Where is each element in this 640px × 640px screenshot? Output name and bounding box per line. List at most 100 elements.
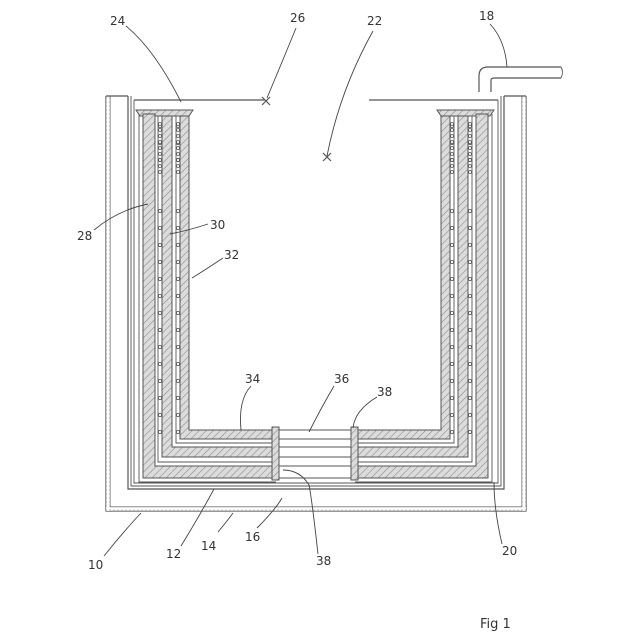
outlet-pipe: [479, 67, 563, 92]
heater-coil-dot: [159, 135, 162, 138]
heater-coil-dot: [469, 123, 472, 126]
heater-layer-outer: [143, 114, 488, 478]
heater-coil-dot: [451, 147, 454, 150]
heater-coil-dot: [158, 226, 161, 229]
label-14: 14: [201, 539, 216, 553]
heater-coil-dot: [158, 396, 161, 399]
heater-coil-dot: [177, 123, 180, 126]
heater-coil-dot: [176, 345, 179, 348]
heater-coil-dot: [468, 430, 471, 433]
heater-coil-dot: [451, 135, 454, 138]
heater-coil-dot: [158, 362, 161, 365]
heater-layer-inner: [180, 116, 450, 439]
heater-coil-dot: [158, 260, 161, 263]
heater-coil-dot: [176, 311, 179, 314]
heater-coil-dot: [468, 260, 471, 263]
heater-coil-dot: [468, 362, 471, 365]
heater-coil-dot: [468, 226, 471, 229]
heater-coil-dot: [159, 165, 162, 168]
heater-coil-dot: [159, 171, 162, 174]
label-12: 12: [166, 547, 181, 561]
heater-coil-dot: [468, 209, 471, 212]
heater-coil-dot: [176, 379, 179, 382]
heater-coil-dot: [177, 129, 180, 132]
layer-separators: [139, 114, 492, 482]
heater-coil-dot: [159, 153, 162, 156]
heater-coil-dot: [469, 171, 472, 174]
heater-coil-dot: [158, 328, 161, 331]
heater-coil-dot: [468, 396, 471, 399]
heater-coil-dot: [158, 243, 161, 246]
label-34: 34: [245, 372, 260, 386]
label-16: 16: [245, 530, 260, 544]
heater-coil-dot: [469, 129, 472, 132]
heater-coil-dot: [451, 171, 454, 174]
heater-coil-dot: [450, 396, 453, 399]
heater-coil-dot: [450, 243, 453, 246]
heater-coil-dot: [177, 171, 180, 174]
heater-coil-dot: [177, 153, 180, 156]
heater-coil-dot: [450, 294, 453, 297]
heater-coil-dot: [450, 209, 453, 212]
heater-coil-dot: [451, 165, 454, 168]
heater-coil-dot: [177, 165, 180, 168]
heater-layer-middle: [162, 116, 468, 457]
heater-coil-dot: [176, 226, 179, 229]
heater-coil-dot: [176, 243, 179, 246]
heater-coil-dot: [469, 153, 472, 156]
heater-coil-dot: [451, 159, 454, 162]
heater-coil-dot: [451, 129, 454, 132]
heater-coil-dot: [176, 362, 179, 365]
heater-coil-dot: [158, 277, 161, 280]
heater-coil-dot: [451, 153, 454, 156]
heater-coil-dot: [450, 311, 453, 314]
heater-coil-dot: [177, 147, 180, 150]
label-10: 10: [88, 558, 103, 572]
heater-coil-dot: [468, 277, 471, 280]
heater-coil-dot: [469, 165, 472, 168]
label-18: 18: [479, 9, 494, 23]
heater-coil-dot: [158, 430, 161, 433]
label-38-lower: 38: [316, 554, 331, 568]
heater-coil-dot: [159, 129, 162, 132]
heater-coil-dots: [158, 123, 471, 434]
heater-coil-dot: [159, 159, 162, 162]
heater-coil-dot: [159, 141, 162, 144]
label-22: 22: [367, 14, 382, 28]
heater-coil-dot: [177, 159, 180, 162]
heater-coil-dot: [469, 147, 472, 150]
heater-coil-dot: [451, 141, 454, 144]
heater-coil-dot: [158, 311, 161, 314]
heater-coil-dot: [176, 396, 179, 399]
heater-coil-dot: [450, 413, 453, 416]
label-26: 26: [290, 11, 305, 25]
heater-coil-dot: [158, 345, 161, 348]
heater-coil-dot: [176, 328, 179, 331]
heater-coil-dot: [450, 226, 453, 229]
heater-coil-dot: [176, 294, 179, 297]
label-38-upper: 38: [377, 385, 392, 399]
heater-coil-dot: [468, 243, 471, 246]
label-32: 32: [224, 248, 239, 262]
label-30: 30: [210, 218, 225, 232]
label-20: 20: [502, 544, 517, 558]
heater-coil-dot: [158, 413, 161, 416]
heater-coil-dot: [450, 379, 453, 382]
heater-coil-dot: [468, 328, 471, 331]
heater-coil-dot: [450, 260, 453, 263]
bottom-center-connector: [272, 427, 358, 480]
heater-coil-dot: [468, 379, 471, 382]
heater-coil-dot: [158, 209, 161, 212]
heater-coil-dot: [176, 277, 179, 280]
heater-coil-dot: [468, 345, 471, 348]
heater-coil-dot: [450, 328, 453, 331]
heater-coil-dot: [158, 294, 161, 297]
figure-caption: Fig 1: [480, 617, 511, 632]
heater-coil-dot: [469, 135, 472, 138]
label-36: 36: [334, 372, 349, 386]
label-24: 24: [110, 14, 125, 28]
lid-joint-marker: [262, 97, 270, 105]
heater-coil-dot: [176, 209, 179, 212]
heater-coil-dot: [468, 294, 471, 297]
heater-coil-dot: [176, 260, 179, 263]
